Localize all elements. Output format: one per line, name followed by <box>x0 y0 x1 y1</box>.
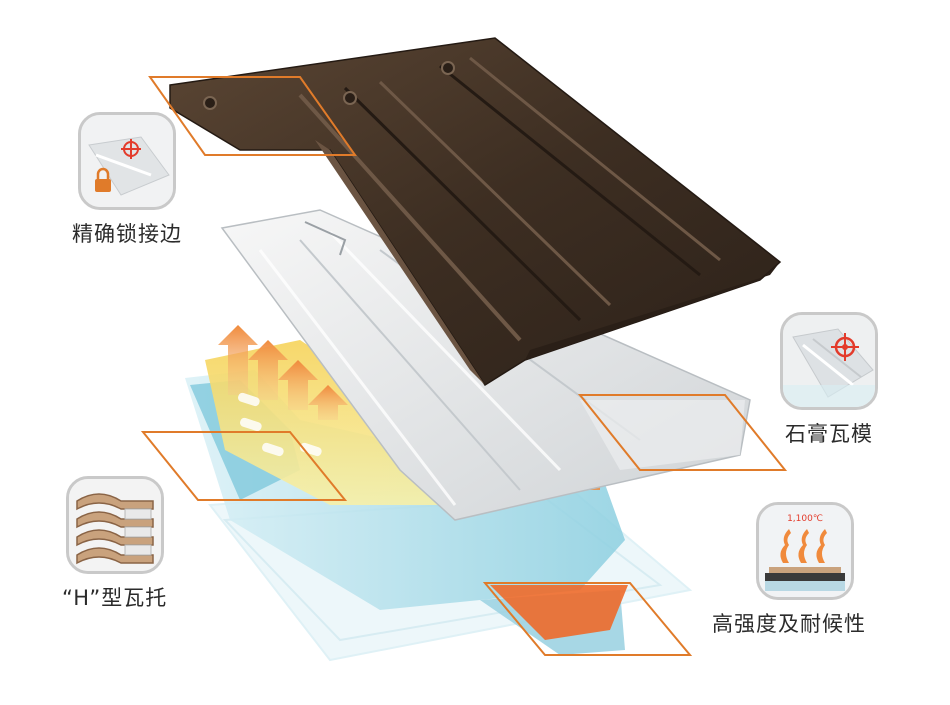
temperature-label: 1,100℃ <box>787 514 823 524</box>
feature-label: 高强度及耐候性 <box>712 612 866 636</box>
target-mold-icon <box>780 312 878 410</box>
callout-frame-lock-edge <box>148 76 357 156</box>
stacked-tray-icon <box>65 476 164 574</box>
feature-lock-edge: 精确锁接边 <box>72 112 182 248</box>
feature-h-tray: “H”型瓦托 <box>62 476 167 612</box>
feature-strength: 1,100℃ 高强度及耐候性 <box>712 502 866 638</box>
roof-tile <box>169 37 782 387</box>
heat-arrows <box>218 325 348 420</box>
feature-label: 精确锁接边 <box>72 222 182 246</box>
lock-target-icon <box>78 112 176 210</box>
feature-label: 石膏瓦模 <box>785 422 873 446</box>
callout-frame-h-tray <box>140 431 348 501</box>
callout-frames <box>140 76 788 656</box>
callout-frame-gypsum-mold <box>577 394 788 471</box>
callout-frame-strength <box>482 582 693 656</box>
feature-gypsum-mold: 石膏瓦模 <box>780 312 878 448</box>
kiln-heat-icon: 1,100℃ <box>756 502 854 600</box>
feature-label: “H”型瓦托 <box>62 586 168 610</box>
